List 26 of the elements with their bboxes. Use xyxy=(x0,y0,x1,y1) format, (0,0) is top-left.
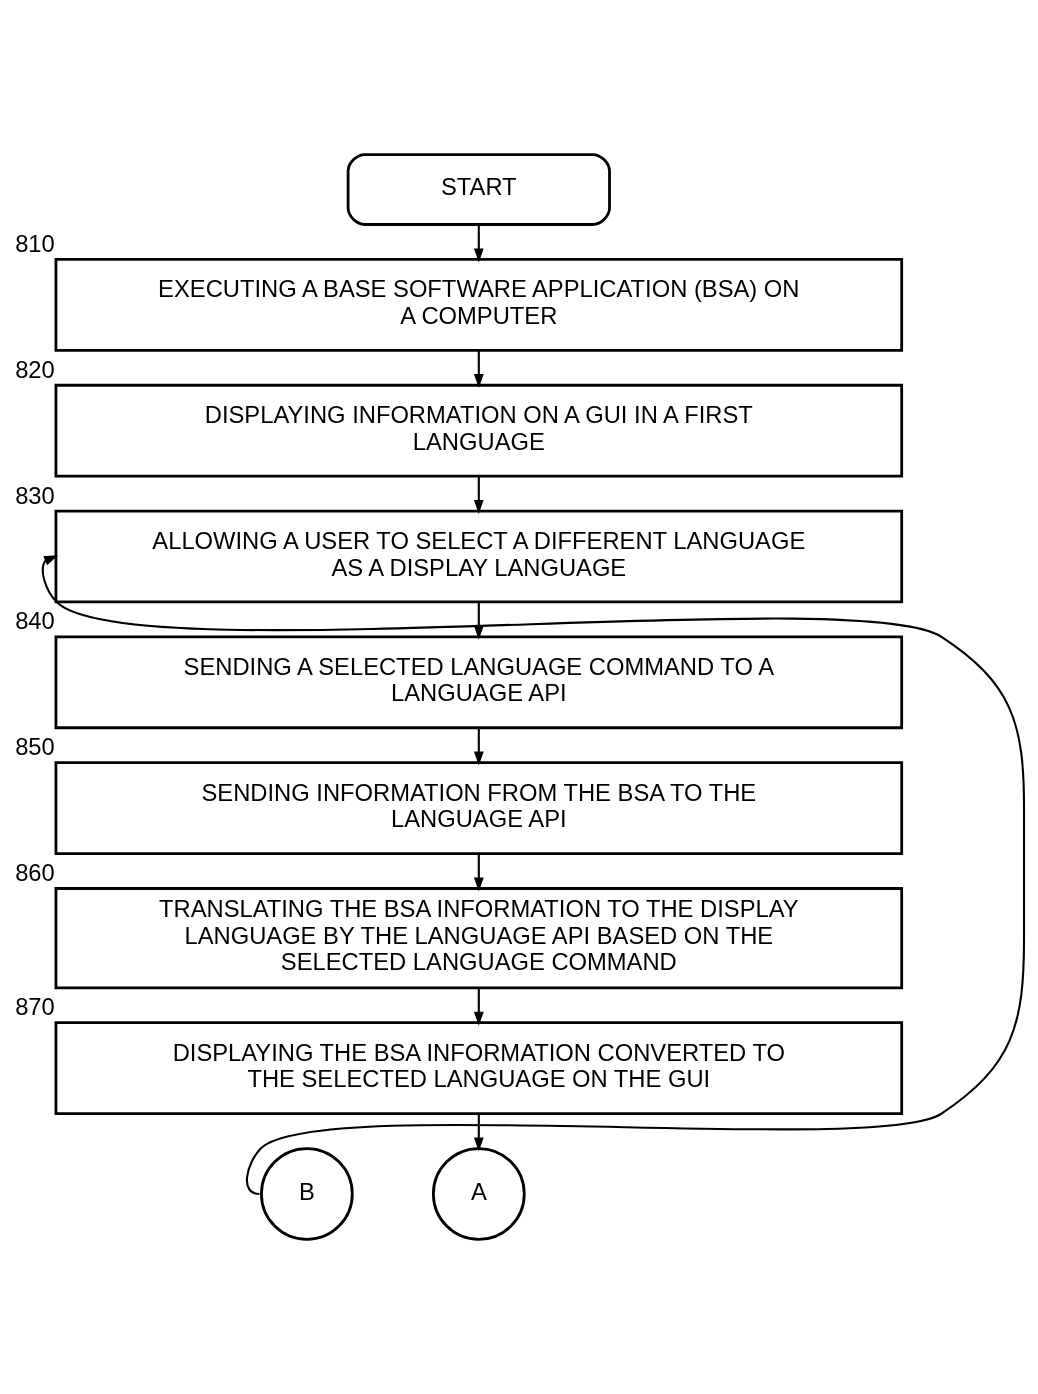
arrow xyxy=(473,728,484,766)
node-box: SENDING INFORMATION FROM THE BSA TO THE LANGUAGE API xyxy=(54,761,904,855)
node-box: TRANSLATING THE BSA INFORMATION TO THE DISPLAY LANGUAGE BY THE LANGUAGE API BASED ON THE SELECTED LANGUAGE COMMAND xyxy=(54,887,904,990)
arrow xyxy=(473,853,484,892)
arrow xyxy=(473,224,484,263)
node-label: 870 xyxy=(15,993,55,1021)
arrow xyxy=(473,350,484,389)
node-circle: B xyxy=(260,1147,354,1241)
arrow xyxy=(473,602,484,640)
node-box: DISPLAYING THE BSA INFORMATION CONVERTED TO THE SELECTED LANGUAGE ON THE GUI xyxy=(54,1021,904,1115)
node-circle: A xyxy=(432,1147,526,1241)
arrow xyxy=(43,555,1026,1195)
arrow xyxy=(473,476,484,514)
arrow xyxy=(473,988,484,1026)
node-box: ALLOWING A USER TO SELECT A DIFFERENT LANGUAGE AS A DISPLAY LANGUAGE xyxy=(54,509,904,604)
node-label: 840 xyxy=(15,607,55,635)
node-box: EXECUTING A BASE SOFTWARE APPLICATION (BSA) ON A COMPUTER xyxy=(54,258,904,352)
node-box: SENDING A SELECTED LANGUAGE COMMAND TO A LANGUAGE API xyxy=(54,635,904,730)
node-label: 830 xyxy=(15,481,55,509)
node-label: 810 xyxy=(15,229,55,257)
node-label: 820 xyxy=(15,355,55,383)
node-label: 860 xyxy=(15,858,55,886)
node-box: START xyxy=(346,153,611,226)
arrow xyxy=(473,1113,484,1152)
node-box: DISPLAYING INFORMATION ON A GUI IN A FIRST LANGUAGE xyxy=(54,383,904,478)
node-label: 850 xyxy=(15,733,55,761)
